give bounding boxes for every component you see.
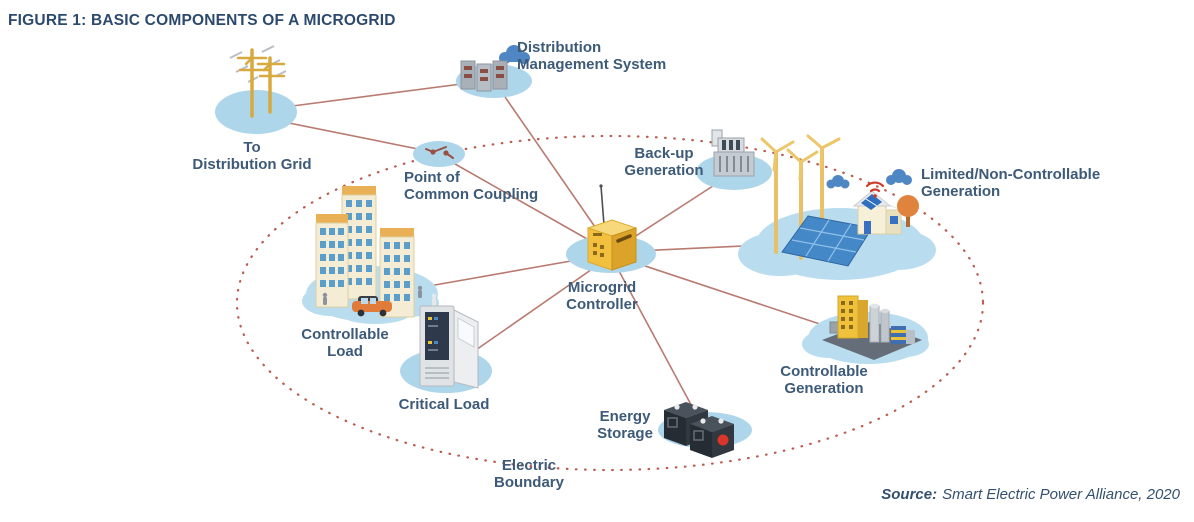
server-racks xyxy=(460,60,508,92)
connection-grid-dms xyxy=(261,79,493,111)
solar-array-icon xyxy=(781,215,873,267)
label-to-distribution-grid: To Distribution Grid xyxy=(192,139,312,173)
source-text: Smart Electric Power Alliance, 2020 xyxy=(942,486,1180,503)
wifi-icon xyxy=(865,181,885,198)
figure-title: FIGURE 1: BASIC COMPONENTS OF A MICROGRI… xyxy=(8,12,396,29)
source-attribution: Source:Smart Electric Power Alliance, 20… xyxy=(881,486,1180,503)
container-icon xyxy=(891,326,915,344)
connection-controller-energy-storage xyxy=(611,257,704,428)
transmission-tower-icon xyxy=(229,45,287,118)
controller-box-icon xyxy=(586,184,638,271)
tree-icon xyxy=(897,195,919,227)
data-cloud-icons xyxy=(826,169,912,189)
label-critical-load: Critical Load xyxy=(398,396,490,413)
label-limited-non-controllable-generation: Limited/Non-Controllable Generation xyxy=(921,166,1101,200)
label-point-of-common-coupling: Point of Common Coupling xyxy=(404,169,539,203)
grid-ellipse xyxy=(215,90,297,134)
label-distribution-management-system: Distribution Management System xyxy=(517,39,667,73)
label-controllable-load: Controllable Load xyxy=(301,326,389,360)
label-electric-boundary: Electric Boundary xyxy=(493,457,564,491)
connection-pcc-controller xyxy=(440,155,611,253)
label-energy-storage: Energy Storage xyxy=(597,408,653,442)
label-backup-generation: Back-up Generation xyxy=(624,145,704,179)
buildings-icon xyxy=(315,186,437,318)
people-icons xyxy=(322,285,437,306)
building-left xyxy=(315,214,349,308)
switch-icon xyxy=(425,146,454,159)
battery-right xyxy=(690,416,734,458)
connection-dms-controller xyxy=(495,83,612,251)
pcc-ellipse xyxy=(413,141,465,167)
label-controllable-generation: Controllable Generation xyxy=(780,363,868,397)
control-cabinet-icon xyxy=(419,305,479,389)
wind-solar-house-icon xyxy=(760,134,919,267)
solar-house-icon xyxy=(852,190,902,235)
silo-icons xyxy=(869,303,890,343)
electric-boundary-ellipse xyxy=(235,134,985,472)
source-label: Source: xyxy=(881,486,938,503)
connection-grid-pcc xyxy=(263,117,439,154)
car-icon xyxy=(352,296,392,317)
generator-icon xyxy=(711,129,755,177)
server-cloud-icon xyxy=(460,45,530,92)
battery-icon xyxy=(664,402,734,458)
power-plant-icon xyxy=(822,295,922,360)
label-microgrid-controller: Microgrid Controller xyxy=(566,279,638,313)
